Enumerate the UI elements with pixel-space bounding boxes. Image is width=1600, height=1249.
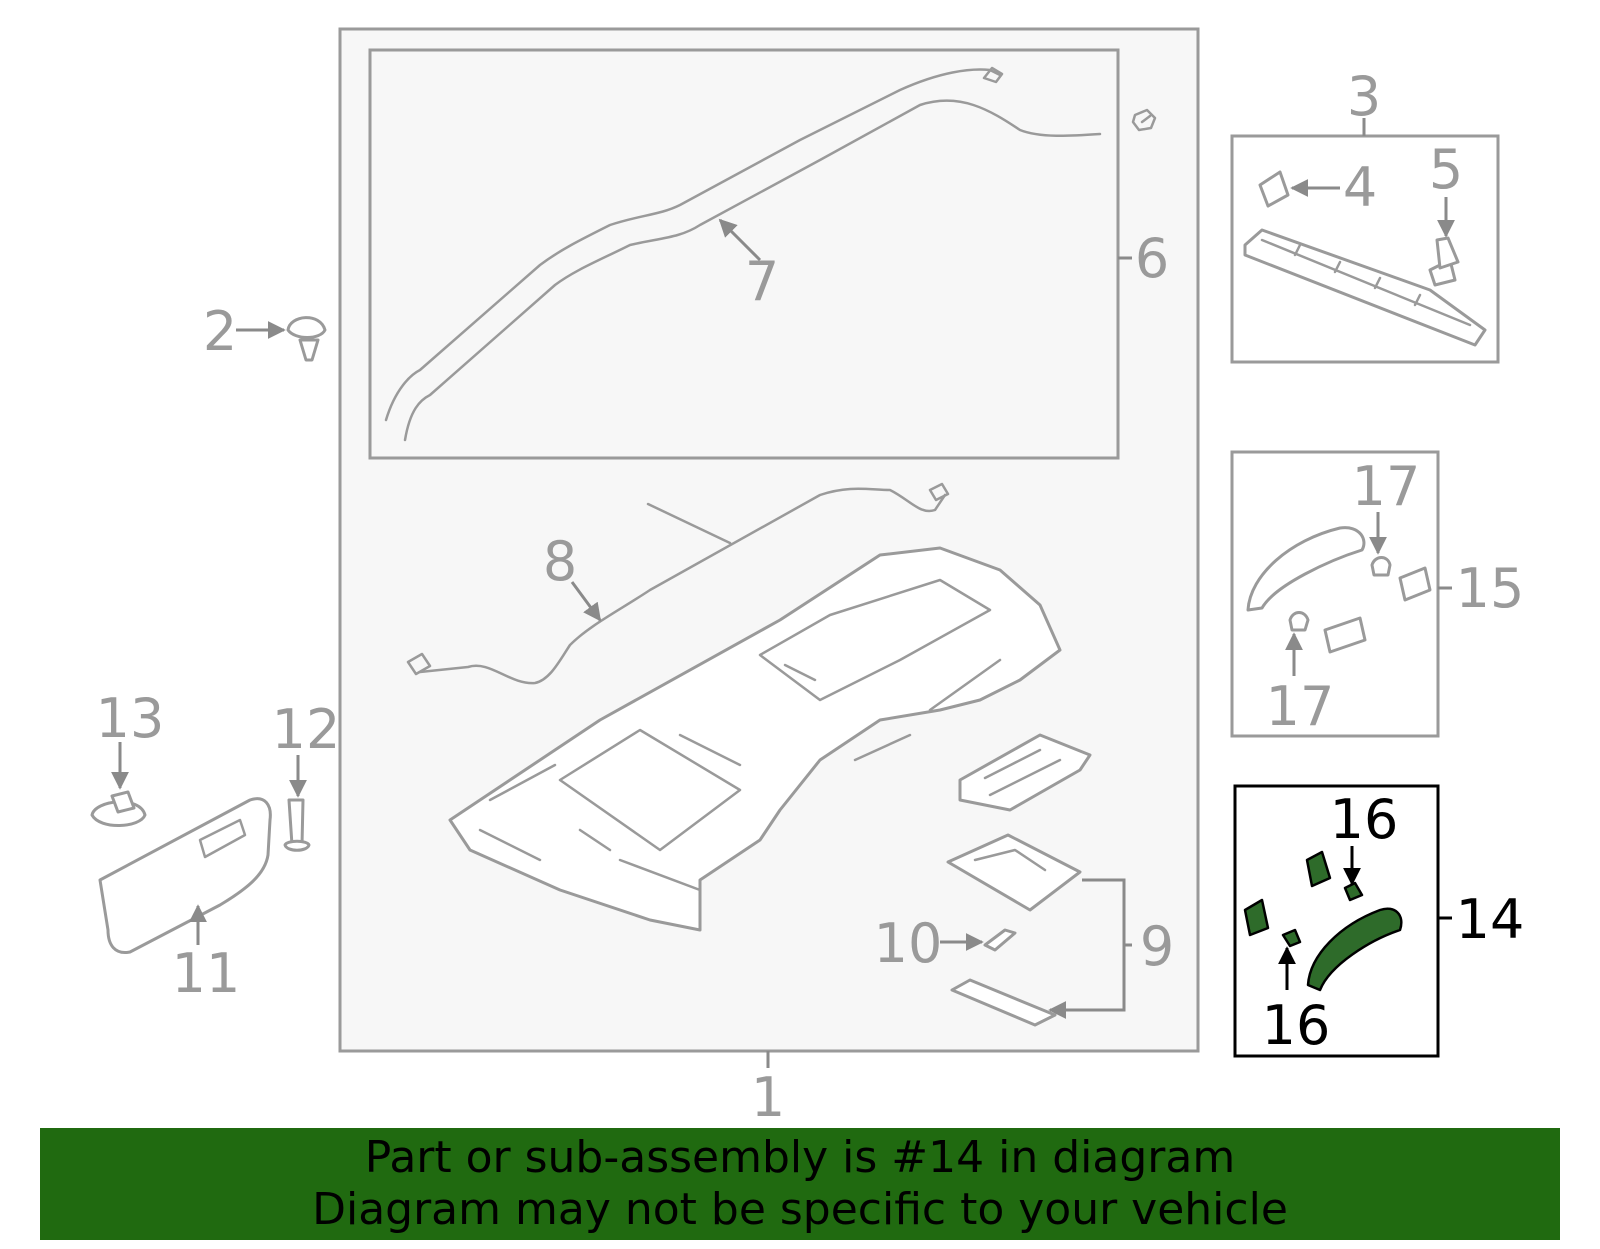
lamp-part-9-middle[interactable] xyxy=(946,833,1082,912)
leader-line-8 xyxy=(570,581,602,622)
grab-handle-part-15[interactable] xyxy=(1246,526,1366,612)
callout-16-lower: 16 xyxy=(1262,994,1331,1057)
callout-9: 9 xyxy=(1140,915,1174,978)
callout-15: 15 xyxy=(1456,557,1525,620)
banner-line-1: Part or sub-assembly is #14 in diagram xyxy=(364,1132,1236,1183)
headliner-part-1[interactable] xyxy=(448,546,1062,932)
callout-4: 4 xyxy=(1343,156,1377,219)
callout-11: 11 xyxy=(172,942,241,1005)
bracket-part-15-upper[interactable] xyxy=(1398,566,1432,602)
trim-part-3[interactable] xyxy=(1243,228,1487,347)
clip-part-4[interactable] xyxy=(1258,170,1290,208)
cap-part-16-lower[interactable] xyxy=(1281,928,1302,948)
sun-visor-part-11[interactable] xyxy=(98,797,272,955)
callout-13: 13 xyxy=(96,687,165,750)
callout-10: 10 xyxy=(874,912,943,975)
callout-12: 12 xyxy=(272,698,341,761)
lamp-part-9-upper[interactable] xyxy=(958,733,1092,812)
cap-part-17-lower[interactable] xyxy=(1288,611,1310,632)
harness-part-7[interactable] xyxy=(384,66,1157,442)
callout-6: 6 xyxy=(1135,227,1169,290)
callout-7: 7 xyxy=(745,250,779,313)
callout-14: 14 xyxy=(1456,888,1525,951)
callout-17-lower: 17 xyxy=(1266,675,1335,738)
banner-line-2: Diagram may not be specific to your vehi… xyxy=(312,1184,1288,1235)
bracket-part-14-upper[interactable] xyxy=(1305,850,1332,888)
assembly-6-box xyxy=(368,48,1120,460)
callout-16-upper: 16 xyxy=(1330,788,1399,851)
leader-line-7 xyxy=(718,218,762,262)
assembly-14-box xyxy=(1233,784,1440,1058)
callout-2: 2 xyxy=(203,300,237,363)
clip-part-13[interactable] xyxy=(90,790,147,827)
bulb-part-10[interactable] xyxy=(983,928,1017,952)
callout-17-upper: 17 xyxy=(1352,455,1421,518)
info-banner: Part or sub-assembly is #14 in diagram D… xyxy=(40,1128,1560,1240)
bracket-part-14-left[interactable] xyxy=(1243,898,1270,937)
bracket-part-15-lower[interactable] xyxy=(1323,616,1367,654)
leader-line-9 xyxy=(1050,878,1132,1010)
screw-part-12[interactable] xyxy=(283,798,311,852)
callout-1: 1 xyxy=(751,1066,785,1129)
callout-8: 8 xyxy=(543,530,577,593)
clip-part-2[interactable] xyxy=(286,316,327,362)
callout-3: 3 xyxy=(1347,65,1381,128)
grab-handle-part-14[interactable] xyxy=(1306,907,1403,992)
harness-part-8[interactable] xyxy=(406,482,950,685)
clip-part-5[interactable] xyxy=(1428,236,1460,287)
callout-5: 5 xyxy=(1429,138,1463,201)
cap-part-17-upper[interactable] xyxy=(1370,556,1392,577)
